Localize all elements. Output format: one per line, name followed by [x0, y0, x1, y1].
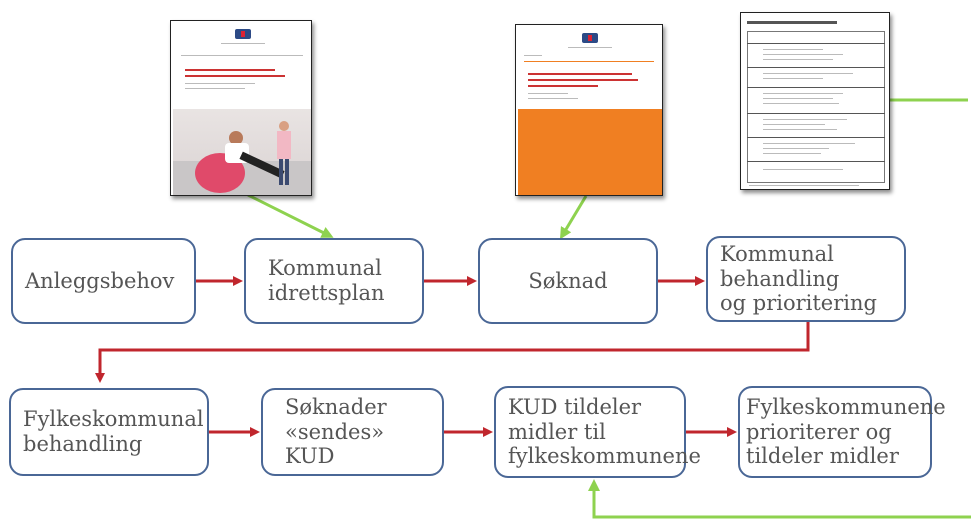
box-label: KUD tildeler midler til fylkeskommunene — [508, 394, 701, 469]
process-box-idrettsplan: Kommunal idrettsplan — [244, 238, 424, 324]
process-box-kommunal-behandling: Kommunal behandling og prioritering — [706, 236, 906, 322]
box-label: Kommunal idrettsplan — [268, 256, 385, 305]
box-label: Søknad — [528, 268, 608, 293]
process-box-anleggsbehov: Anleggsbehov — [11, 238, 196, 324]
box-label: Søknader «sendes» KUD — [285, 394, 387, 469]
document-idrettsplan-guide-icon — [170, 20, 312, 196]
box-label: Fylkeskommunene prioriterer og tildeler … — [746, 394, 946, 469]
process-box-soknader-sendes: Søknader «sendes» KUD — [261, 388, 444, 476]
process-box-kud-tildeler: KUD tildeler midler til fylkeskommunene — [494, 386, 701, 478]
process-box-fylkeskommunal-behandling: Fylkeskommunal behandling — [9, 388, 209, 476]
process-box-fylkeskommunene-prioriterer: Fylkeskommunene prioriterer og tildeler … — [738, 386, 946, 478]
flow-arrow-wrap — [95, 322, 810, 383]
document-budget-table-icon — [740, 12, 890, 190]
box-label: Anleggsbehov — [25, 268, 175, 293]
cover-photo — [173, 109, 311, 195]
process-box-soknad: Søknad — [478, 238, 658, 324]
orange-cover-block — [518, 109, 662, 195]
box-label: Fylkeskommunal behandling — [23, 407, 204, 456]
doc-arrow-budget — [588, 479, 971, 519]
document-soknad-bestemmelser-icon — [515, 24, 663, 196]
doc-arrow-idrettsplan — [247, 193, 334, 238]
box-label: Kommunal behandling og prioritering — [720, 241, 877, 316]
doc-arrow-soknad — [559, 195, 588, 240]
